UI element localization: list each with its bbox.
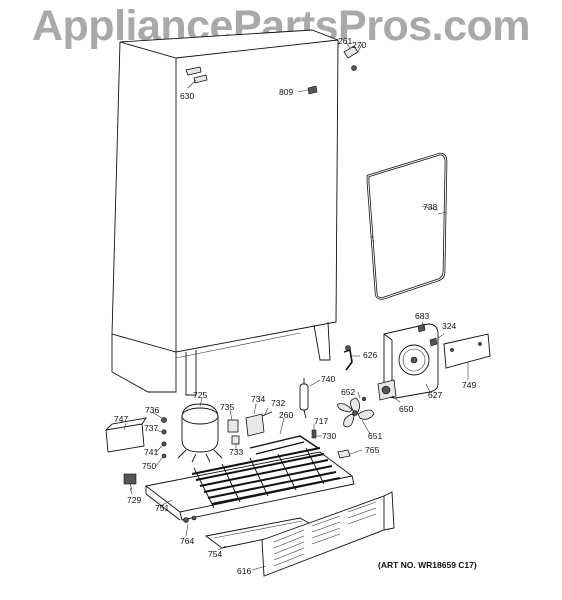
callout-651: 651 — [368, 431, 382, 441]
callout-labels: 261 270 630 809 738 683 324 626 749 740 … — [114, 36, 476, 576]
heater-loop-738 — [366, 152, 448, 300]
art-number: (ART NO. WR18659 C17) — [378, 560, 477, 570]
leader-lines — [123, 205, 469, 571]
callout-741: 741 — [144, 447, 158, 457]
callout-751: 751 — [155, 503, 169, 513]
callout-732: 732 — [271, 398, 285, 408]
callout-324: 324 — [442, 321, 456, 331]
callout-652: 652 — [341, 387, 355, 397]
callout-261: 261 — [338, 36, 352, 46]
callout-260: 260 — [279, 410, 293, 420]
part-764 — [183, 515, 197, 523]
callout-738: 738 — [423, 202, 437, 212]
callout-764: 764 — [180, 536, 194, 546]
callout-729: 729 — [127, 495, 141, 505]
callout-717: 717 — [314, 416, 328, 426]
hinge-part-630 — [185, 66, 208, 89]
callout-747: 747 — [114, 414, 128, 424]
callout-616: 616 — [237, 566, 251, 576]
capacitor-729 — [123, 473, 137, 491]
callout-650: 650 — [399, 404, 413, 414]
callout-270: 270 — [352, 40, 366, 50]
part-261-270 — [343, 41, 363, 71]
condenser-coil — [191, 447, 341, 509]
callout-750: 750 — [142, 461, 156, 471]
panel-749 — [417, 323, 491, 369]
callout-627: 627 — [428, 390, 442, 400]
callout-754: 754 — [208, 549, 222, 559]
callout-740: 740 — [321, 374, 335, 384]
callout-765: 765 — [365, 445, 379, 455]
callout-749: 749 — [462, 380, 476, 390]
compressor-725 — [177, 403, 223, 463]
callout-630: 630 — [180, 91, 194, 101]
small-parts-736-737 — [161, 417, 167, 459]
callout-736: 736 — [145, 405, 159, 415]
callout-725: 725 — [193, 390, 207, 400]
drier-740 — [299, 378, 309, 419]
callout-733: 733 — [229, 447, 243, 457]
relay-734 — [245, 411, 273, 437]
fan-blade-651 — [337, 396, 375, 428]
callout-735: 735 — [220, 402, 234, 412]
callout-737: 737 — [144, 423, 158, 433]
overload-735 — [227, 419, 240, 445]
clip-765 — [337, 449, 351, 459]
grille-616 — [261, 491, 395, 577]
callout-809: 809 — [279, 87, 293, 97]
callout-683: 683 — [415, 311, 429, 321]
fan-motor-650 — [377, 379, 397, 401]
callout-730: 730 — [322, 431, 336, 441]
callout-734: 734 — [251, 394, 265, 404]
tube-assembly-260 — [249, 429, 319, 455]
cabinet-body — [111, 29, 339, 396]
callout-626: 626 — [363, 350, 377, 360]
bracket-747 — [105, 417, 147, 453]
screw-809 — [297, 85, 318, 95]
bracket-626 — [343, 345, 353, 371]
